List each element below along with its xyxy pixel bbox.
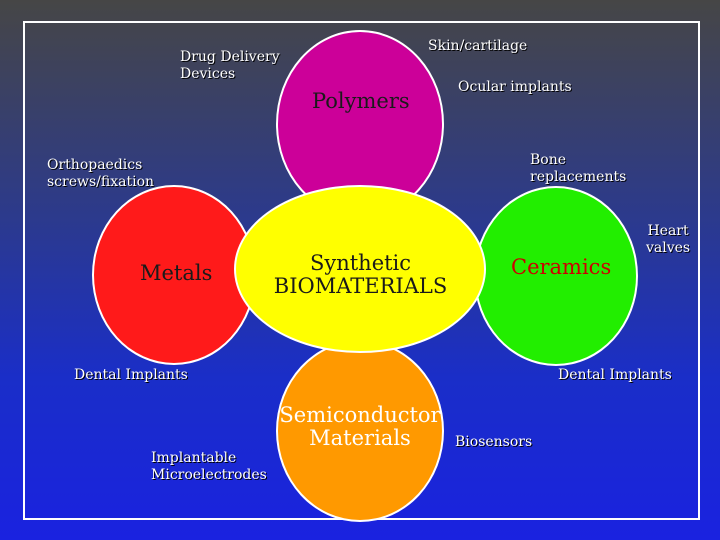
app-microelectrodes: Implantable Microelectrodes xyxy=(151,450,267,483)
ceramics-label: Ceramics xyxy=(511,255,612,279)
semiconductor-label: Semiconductor Materials xyxy=(278,403,442,451)
metals-circle xyxy=(92,185,256,365)
hub-line-2: BIOMATERIALS xyxy=(273,274,448,299)
hub-line-1: Synthetic xyxy=(309,251,412,275)
app-biosensors: Biosensors xyxy=(455,434,533,450)
app-bone-replacements: Bone replacements xyxy=(530,152,627,185)
synthetic-biomaterials-hub xyxy=(234,185,486,353)
app-ocular-implants: Ocular implants xyxy=(458,79,572,95)
polymers-label: Polymers xyxy=(312,89,410,113)
app-dental-implants-right: Dental Implants xyxy=(558,367,672,383)
app-drug-delivery: Drug Delivery Devices xyxy=(180,49,280,82)
ceramics-circle xyxy=(474,186,638,366)
app-orthopaedics: Orthopaedics screws/fixation xyxy=(47,157,155,190)
app-dental-implants-left: Dental Implants xyxy=(74,367,188,383)
app-skin-cartilage: Skin/cartilage xyxy=(428,38,528,54)
semiconductor-line-2: Materials xyxy=(309,426,411,451)
semiconductor-line-1: Semiconductor xyxy=(279,403,441,427)
metals-label: Metals xyxy=(140,261,213,285)
app-heart-valves: Heart valves xyxy=(646,223,691,256)
hub-label: Synthetic BIOMATERIALS xyxy=(268,251,453,299)
